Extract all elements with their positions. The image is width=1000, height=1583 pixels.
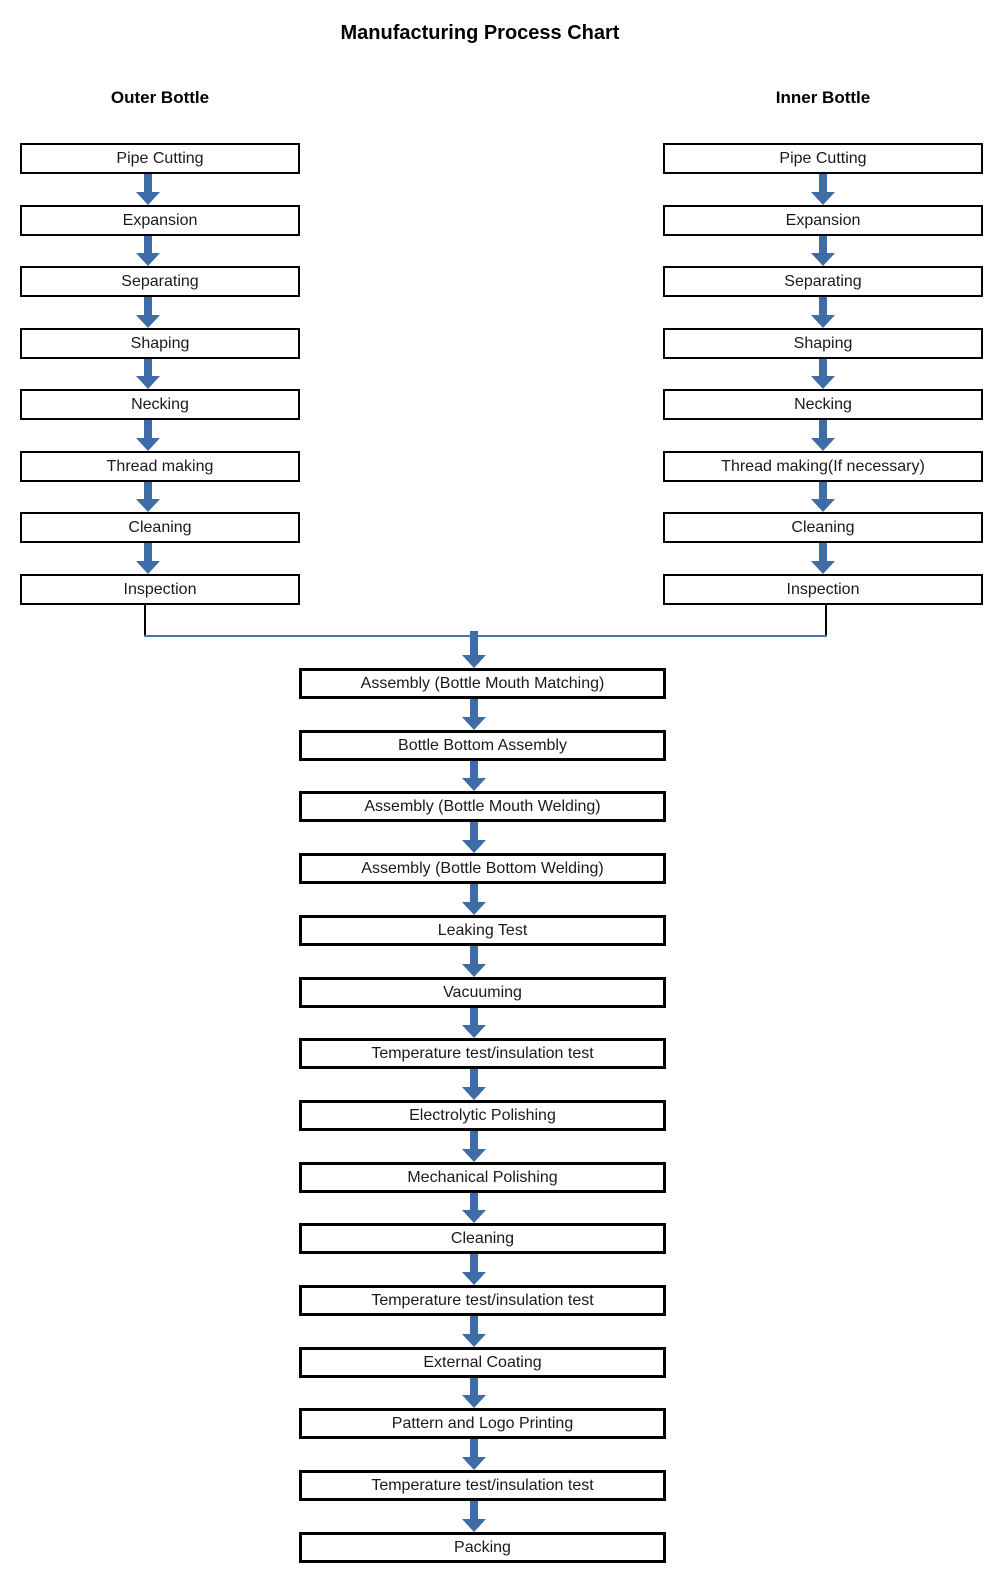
inner-step-box: Cleaning: [663, 512, 983, 543]
inner-step-box: Inspection: [663, 574, 983, 605]
outer-step-box: Cleaning: [20, 512, 300, 543]
main-step-box: Temperature test/insulation test: [299, 1285, 666, 1316]
main-step-box: Pattern and Logo Printing: [299, 1408, 666, 1439]
inner-step-box: Separating: [663, 266, 983, 297]
down-arrow-icon: [136, 420, 160, 451]
main-step-box: Assembly (Bottle Bottom Welding): [299, 853, 666, 884]
down-arrow-icon: [462, 884, 486, 915]
down-arrow-icon: [811, 236, 835, 266]
down-arrow-icon: [462, 1316, 486, 1347]
main-step-box: Mechanical Polishing: [299, 1162, 666, 1193]
main-step-box: Bottle Bottom Assembly: [299, 730, 666, 761]
chart-title: Manufacturing Process Chart: [340, 22, 620, 44]
down-arrow-icon: [811, 543, 835, 574]
down-arrow-icon: [462, 822, 486, 853]
outer-step-box: Separating: [20, 266, 300, 297]
outer-step-box: Inspection: [20, 574, 300, 605]
merge-down-arrow-icon: [462, 631, 486, 668]
main-step-box: Assembly (Bottle Mouth Welding): [299, 791, 666, 822]
down-arrow-icon: [462, 1069, 486, 1100]
down-arrow-icon: [462, 1254, 486, 1285]
down-arrow-icon: [462, 1008, 486, 1038]
outer-step-box: Shaping: [20, 328, 300, 359]
down-arrow-icon: [811, 420, 835, 451]
main-step-box: Temperature test/insulation test: [299, 1470, 666, 1501]
down-arrow-icon: [462, 946, 486, 977]
down-arrow-icon: [462, 699, 486, 730]
down-arrow-icon: [136, 543, 160, 574]
outer-step-box: Necking: [20, 389, 300, 420]
down-arrow-icon: [462, 1131, 486, 1162]
outer-step-box: Expansion: [20, 205, 300, 236]
main-step-box: Temperature test/insulation test: [299, 1038, 666, 1069]
inner-step-box: Expansion: [663, 205, 983, 236]
down-arrow-icon: [136, 174, 160, 205]
inner-step-box: Pipe Cutting: [663, 143, 983, 174]
down-arrow-icon: [462, 761, 486, 791]
down-arrow-icon: [811, 359, 835, 389]
down-arrow-icon: [811, 297, 835, 328]
down-arrow-icon: [462, 1193, 486, 1223]
inner-step-box: Shaping: [663, 328, 983, 359]
main-step-box: External Coating: [299, 1347, 666, 1378]
down-arrow-icon: [462, 1378, 486, 1408]
main-step-box: Assembly (Bottle Mouth Matching): [299, 668, 666, 699]
inner-bottle-header: Inner Bottle: [775, 88, 871, 107]
outer-bottle-header: Outer Bottle: [110, 88, 210, 107]
down-arrow-icon: [136, 359, 160, 389]
merge-connector-line: [144, 635, 827, 637]
down-arrow-icon: [462, 1501, 486, 1532]
main-step-box: Packing: [299, 1532, 666, 1563]
down-arrow-icon: [462, 1439, 486, 1470]
down-arrow-icon: [136, 297, 160, 328]
outer-connector-stub: [144, 605, 146, 636]
inner-step-box: Necking: [663, 389, 983, 420]
inner-step-box: Thread making(If necessary): [663, 451, 983, 482]
outer-step-box: Thread making: [20, 451, 300, 482]
down-arrow-icon: [811, 174, 835, 205]
inner-connector-stub: [825, 605, 827, 636]
outer-step-box: Pipe Cutting: [20, 143, 300, 174]
down-arrow-icon: [136, 236, 160, 266]
down-arrow-icon: [811, 482, 835, 512]
main-step-box: Cleaning: [299, 1223, 666, 1254]
down-arrow-icon: [136, 482, 160, 512]
main-step-box: Leaking Test: [299, 915, 666, 946]
main-step-box: Electrolytic Polishing: [299, 1100, 666, 1131]
main-step-box: Vacuuming: [299, 977, 666, 1008]
